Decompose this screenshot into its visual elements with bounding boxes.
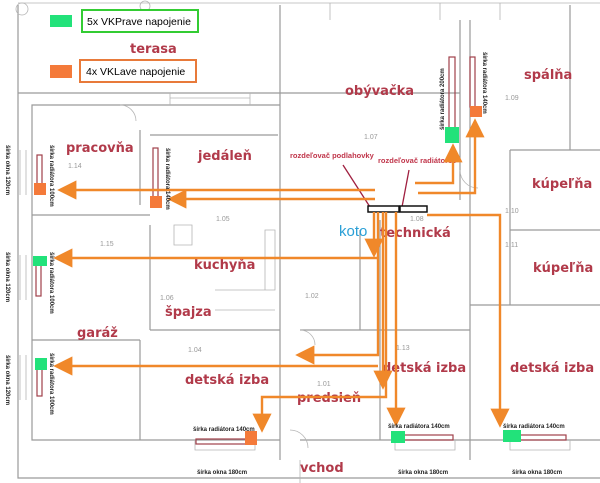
valve-right	[33, 256, 47, 266]
manifold-floor	[367, 205, 400, 213]
svg-text:šírka okna 120cm: šírka okna 120cm	[4, 355, 10, 405]
svg-text:šírka radiátora 140cm: šírka radiátora 140cm	[503, 424, 565, 430]
room-technicka: technická	[380, 226, 451, 241]
svg-text:šírka radiátora 200cm: šírka radiátora 200cm	[440, 68, 446, 130]
room-detska-izba-3: detská izba	[510, 361, 594, 376]
svg-text:1.15: 1.15	[100, 241, 114, 248]
svg-text:šírka okna 180cm: šírka okna 180cm	[512, 470, 562, 476]
svg-text:1.01: 1.01	[317, 381, 331, 388]
valve-left	[470, 106, 482, 117]
svg-text:šírka radiátora 140cm: šírka radiátora 140cm	[388, 424, 450, 430]
room-kupelna-2: kúpeľňa	[533, 261, 593, 276]
legend-swatch-green	[50, 15, 72, 27]
valve-right	[35, 358, 47, 370]
room-labels: terasa pracovňa jedáleň obývačka spálňa …	[66, 42, 594, 476]
svg-text:šírka okna 120cm: šírka okna 120cm	[4, 252, 10, 302]
pipes	[53, 118, 510, 433]
room-predsien: predsieň	[297, 391, 361, 406]
svg-text:šírka radiátora 140cm: šírka radiátora 140cm	[164, 148, 170, 210]
room-pracovna: pracovňa	[66, 141, 134, 156]
svg-text:šírka radiátora 100cm: šírka radiátora 100cm	[48, 353, 54, 415]
valve-left	[150, 196, 162, 208]
room-terasa: terasa	[130, 42, 177, 57]
svg-text:šírka radiátora 100cm: šírka radiátora 100cm	[48, 145, 54, 207]
room-numbers: 1.14 1.05 1.15 1.06 1.04 1.07 1.09 1.10 …	[68, 95, 519, 388]
room-detska-izba-2: detská izba	[382, 361, 466, 376]
valve-connections	[33, 106, 521, 445]
valve-right	[503, 430, 521, 442]
svg-text:1.10: 1.10	[505, 208, 519, 215]
svg-text:1.02: 1.02	[305, 293, 319, 300]
svg-text:šírka radiátora 140cm: šírka radiátora 140cm	[481, 52, 487, 114]
legend-label-green: 5x VKPrave napojenie	[87, 16, 191, 28]
legend: 5x VKPrave napojenie 4x VKLave napojenie	[50, 9, 199, 83]
svg-text:šírka radiátora 100cm: šírka radiátora 100cm	[48, 252, 54, 314]
svg-text:1.09: 1.09	[505, 95, 519, 102]
manifolds: rozdeľovač podlahovky rozdeľovač radiáto…	[290, 151, 458, 213]
svg-text:1.04: 1.04	[188, 347, 202, 354]
boiler-label: koto	[339, 223, 367, 240]
room-kupelna-1: kúpeľňa	[532, 177, 592, 192]
svg-text:šírka radiátora 140cm: šírka radiátora 140cm	[193, 427, 255, 433]
room-detska-izba-1: detská izba	[185, 373, 269, 388]
room-jedalen: jedáleň	[197, 149, 252, 164]
svg-text:1.05: 1.05	[216, 216, 230, 223]
room-spalna: spálňa	[524, 68, 572, 83]
valve-left	[245, 431, 257, 445]
svg-text:šírka okna 180cm: šírka okna 180cm	[197, 470, 247, 476]
svg-text:1.14: 1.14	[68, 163, 82, 170]
legend-box-orange	[79, 59, 197, 83]
radiators	[35, 56, 567, 445]
room-garaz: garáž	[77, 326, 118, 341]
svg-text:1.13: 1.13	[396, 345, 410, 352]
svg-text:1.08: 1.08	[410, 216, 424, 223]
annotation-podlahovky: rozdeľovač podlahovky	[290, 151, 375, 160]
valve-left	[34, 183, 46, 195]
manifold-radiator	[399, 205, 428, 213]
svg-text:šírka okna 180cm: šírka okna 180cm	[398, 470, 448, 476]
annotation-radiatorov: rozdeľovač radiátorov	[378, 156, 458, 165]
room-kuchyna: kuchyňa	[194, 258, 255, 273]
svg-text:1.06: 1.06	[160, 295, 174, 302]
valve-right	[391, 431, 405, 443]
room-obyvacka: obývačka	[345, 84, 414, 99]
dimensions: šírka okna 120cm šírka okna 120cm šírka …	[4, 52, 565, 476]
legend-label-orange: 4x VKLave napojenie	[86, 66, 185, 78]
room-spajza: špajza	[165, 305, 212, 320]
svg-text:šírka okna 120cm: šírka okna 120cm	[4, 145, 10, 195]
legend-box-green	[81, 9, 199, 33]
svg-text:1.11: 1.11	[505, 242, 518, 249]
room-vchod: vchod	[300, 461, 344, 476]
svg-text:1.07: 1.07	[364, 134, 378, 141]
valve-right	[445, 127, 459, 143]
legend-swatch-orange	[50, 65, 72, 78]
